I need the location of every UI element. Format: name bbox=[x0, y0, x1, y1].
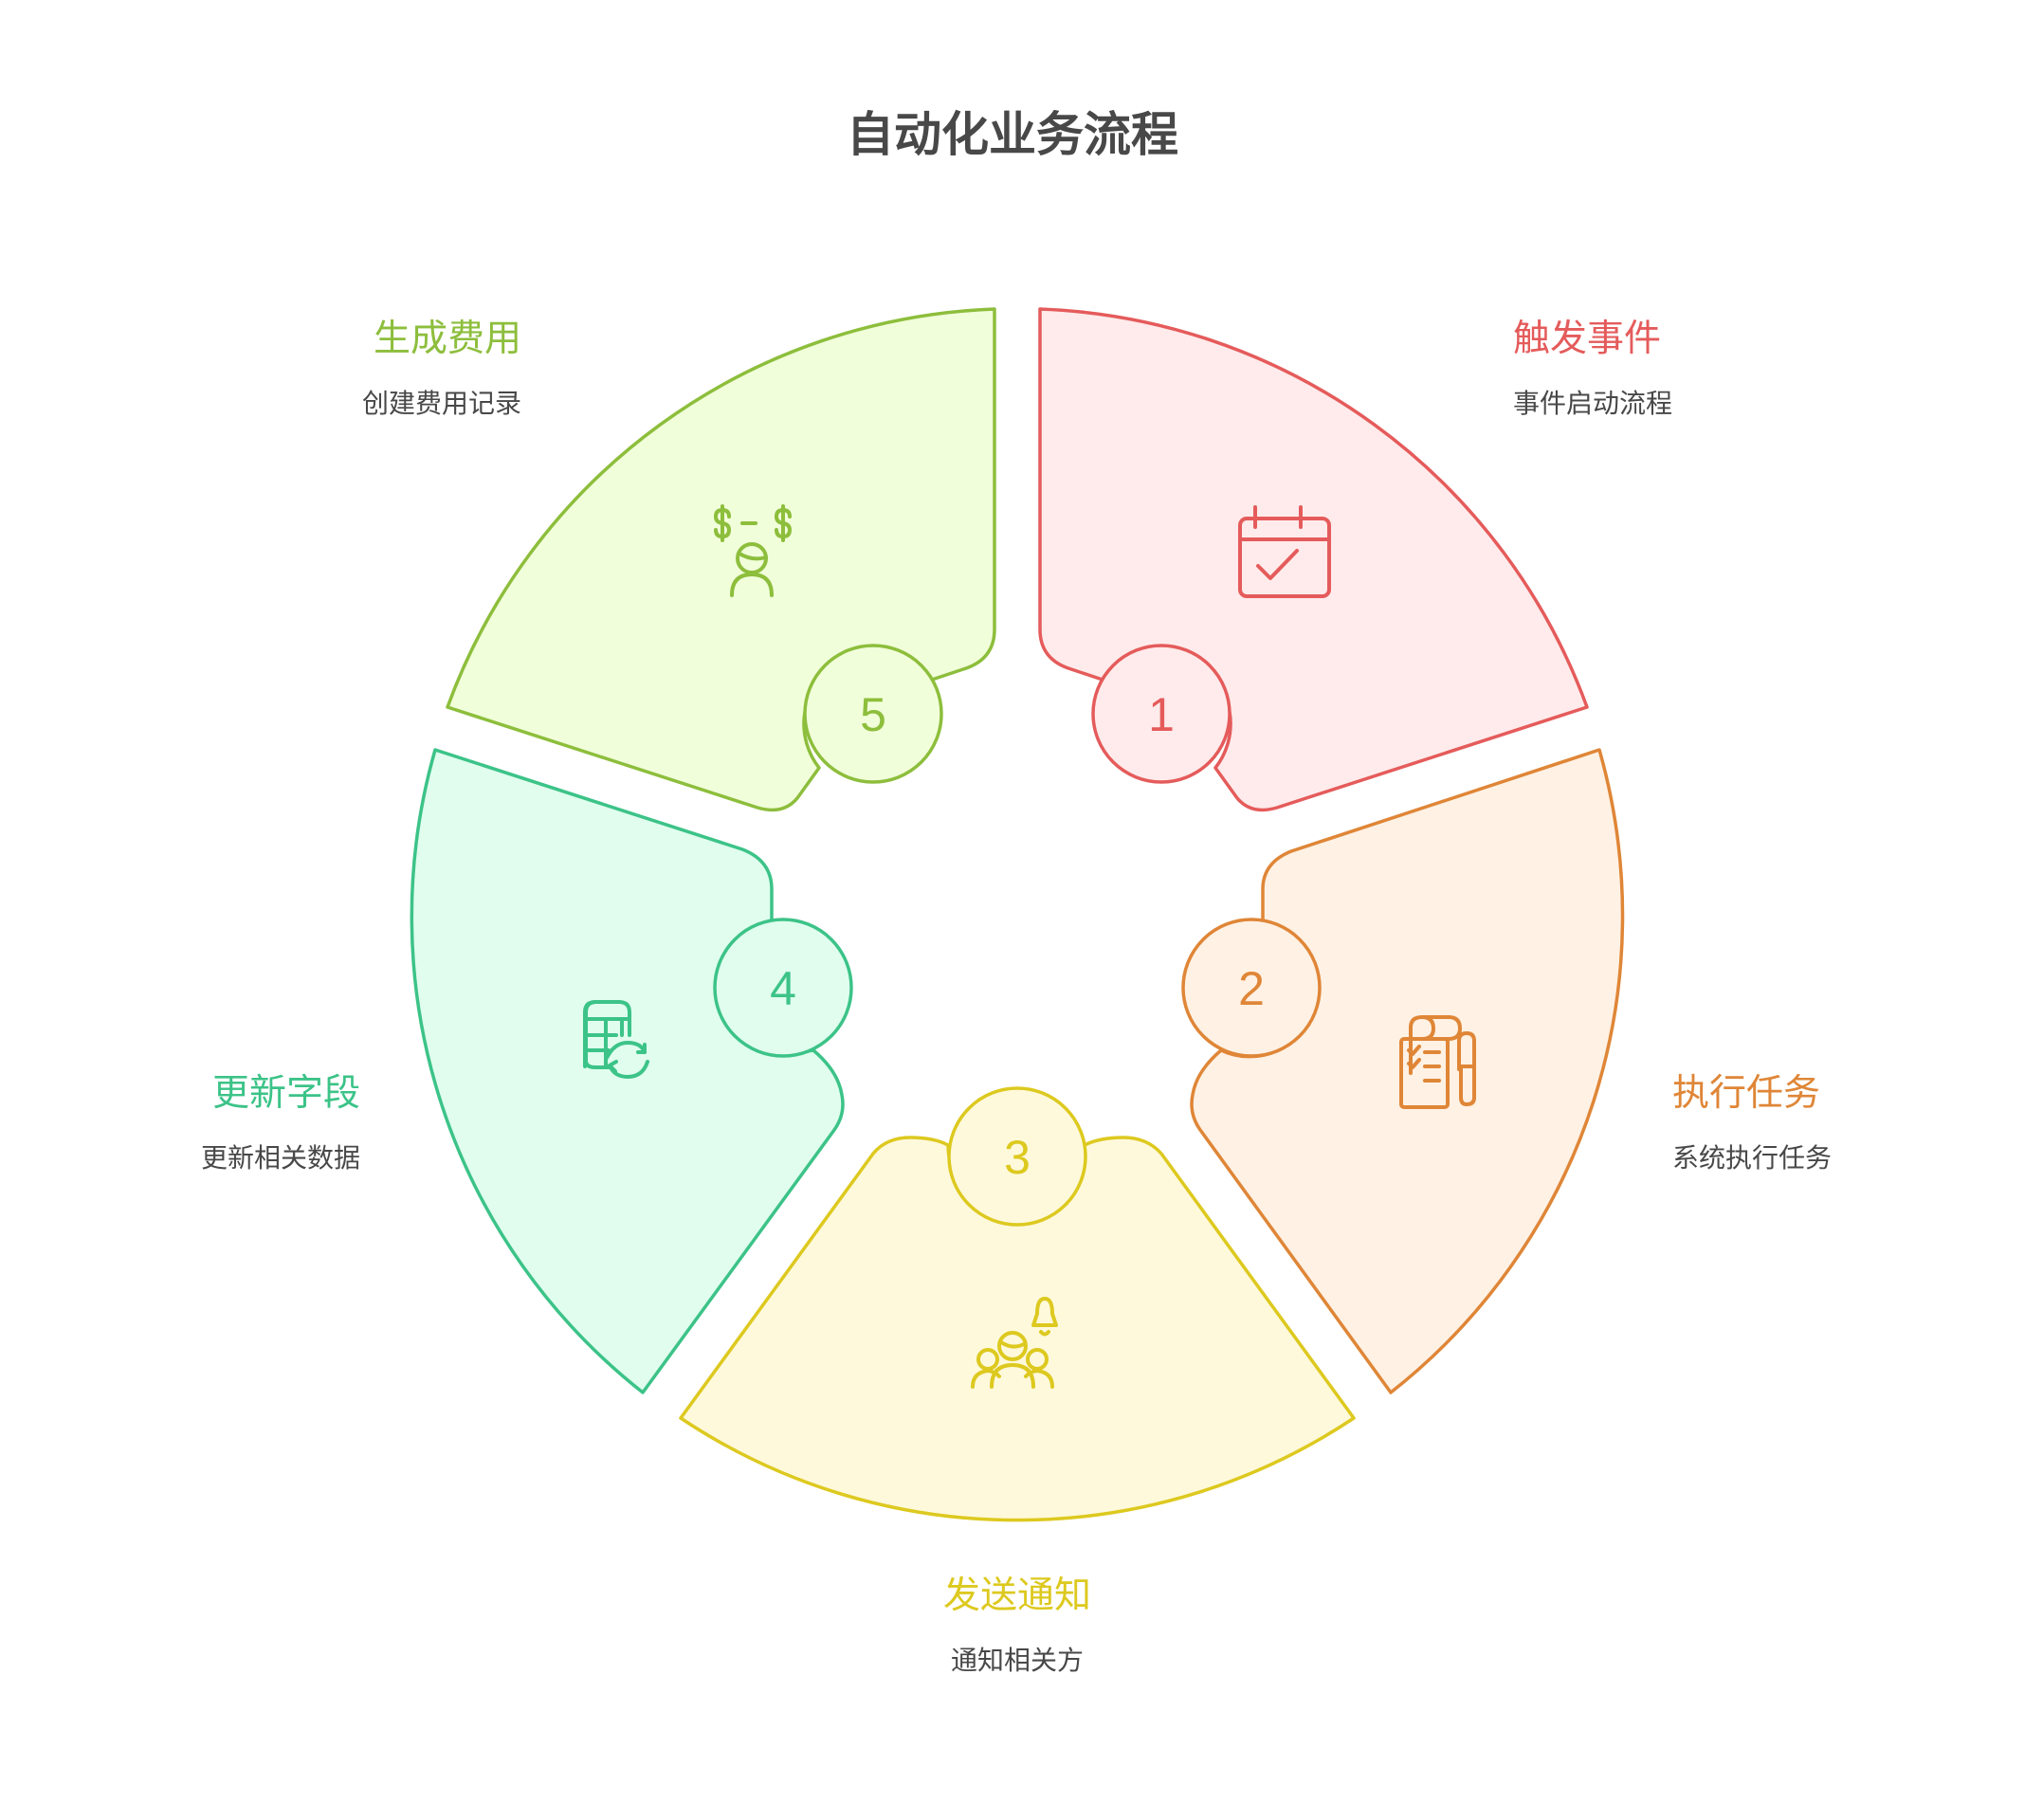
diagram-title: 自动化业务流程 bbox=[847, 107, 1178, 162]
step-3-description: 通知相关方 bbox=[950, 1645, 1084, 1676]
step-4-badge: 4 bbox=[713, 918, 853, 1058]
step-5-label: 生成费用 创建费用记录 bbox=[294, 317, 521, 421]
step-3-number: 3 bbox=[1004, 1131, 1031, 1184]
step-4-number: 4 bbox=[770, 962, 796, 1015]
step-3-label: 发送通知 通知相关方 bbox=[828, 1574, 1207, 1678]
group-bell-icon bbox=[971, 1297, 1058, 1389]
step-1-description: 事件启动流程 bbox=[1513, 388, 1673, 419]
dollar-person-icon bbox=[714, 504, 792, 597]
step-2-description: 系统执行任务 bbox=[1672, 1142, 1833, 1174]
step-3-badge: 3 bbox=[947, 1086, 1087, 1227]
segment-3 bbox=[679, 1136, 1356, 1522]
step-5-heading: 生成费用 bbox=[373, 318, 521, 360]
checklist-pen-icon bbox=[1399, 1015, 1476, 1109]
step-5-badge: 5 bbox=[803, 644, 943, 784]
step-2-number: 2 bbox=[1238, 962, 1265, 1015]
step-1-label: 触发事件 事件启动流程 bbox=[1513, 317, 1672, 421]
step-1-number: 1 bbox=[1148, 688, 1175, 741]
step-5-description: 创建费用记录 bbox=[361, 388, 521, 419]
segment-5 bbox=[446, 307, 996, 812]
step-2-badge: 2 bbox=[1181, 918, 1322, 1058]
calendar-check-icon bbox=[1238, 505, 1331, 598]
step-2-heading: 执行任务 bbox=[1672, 1072, 1821, 1115]
table-refresh-icon bbox=[583, 1000, 649, 1079]
step-4-description: 更新相关数据 bbox=[200, 1142, 360, 1174]
step-2-label: 执行任务 系统执行任务 bbox=[1672, 1071, 1832, 1175]
step-5-number: 5 bbox=[860, 688, 886, 741]
step-3-heading: 发送通知 bbox=[942, 1574, 1091, 1617]
step-1-heading: 触发事件 bbox=[1513, 318, 1662, 360]
step-1-badge: 1 bbox=[1091, 644, 1231, 784]
step-4-label: 更新字段 更新相关数据 bbox=[133, 1071, 360, 1175]
step-4-heading: 更新字段 bbox=[211, 1072, 360, 1115]
